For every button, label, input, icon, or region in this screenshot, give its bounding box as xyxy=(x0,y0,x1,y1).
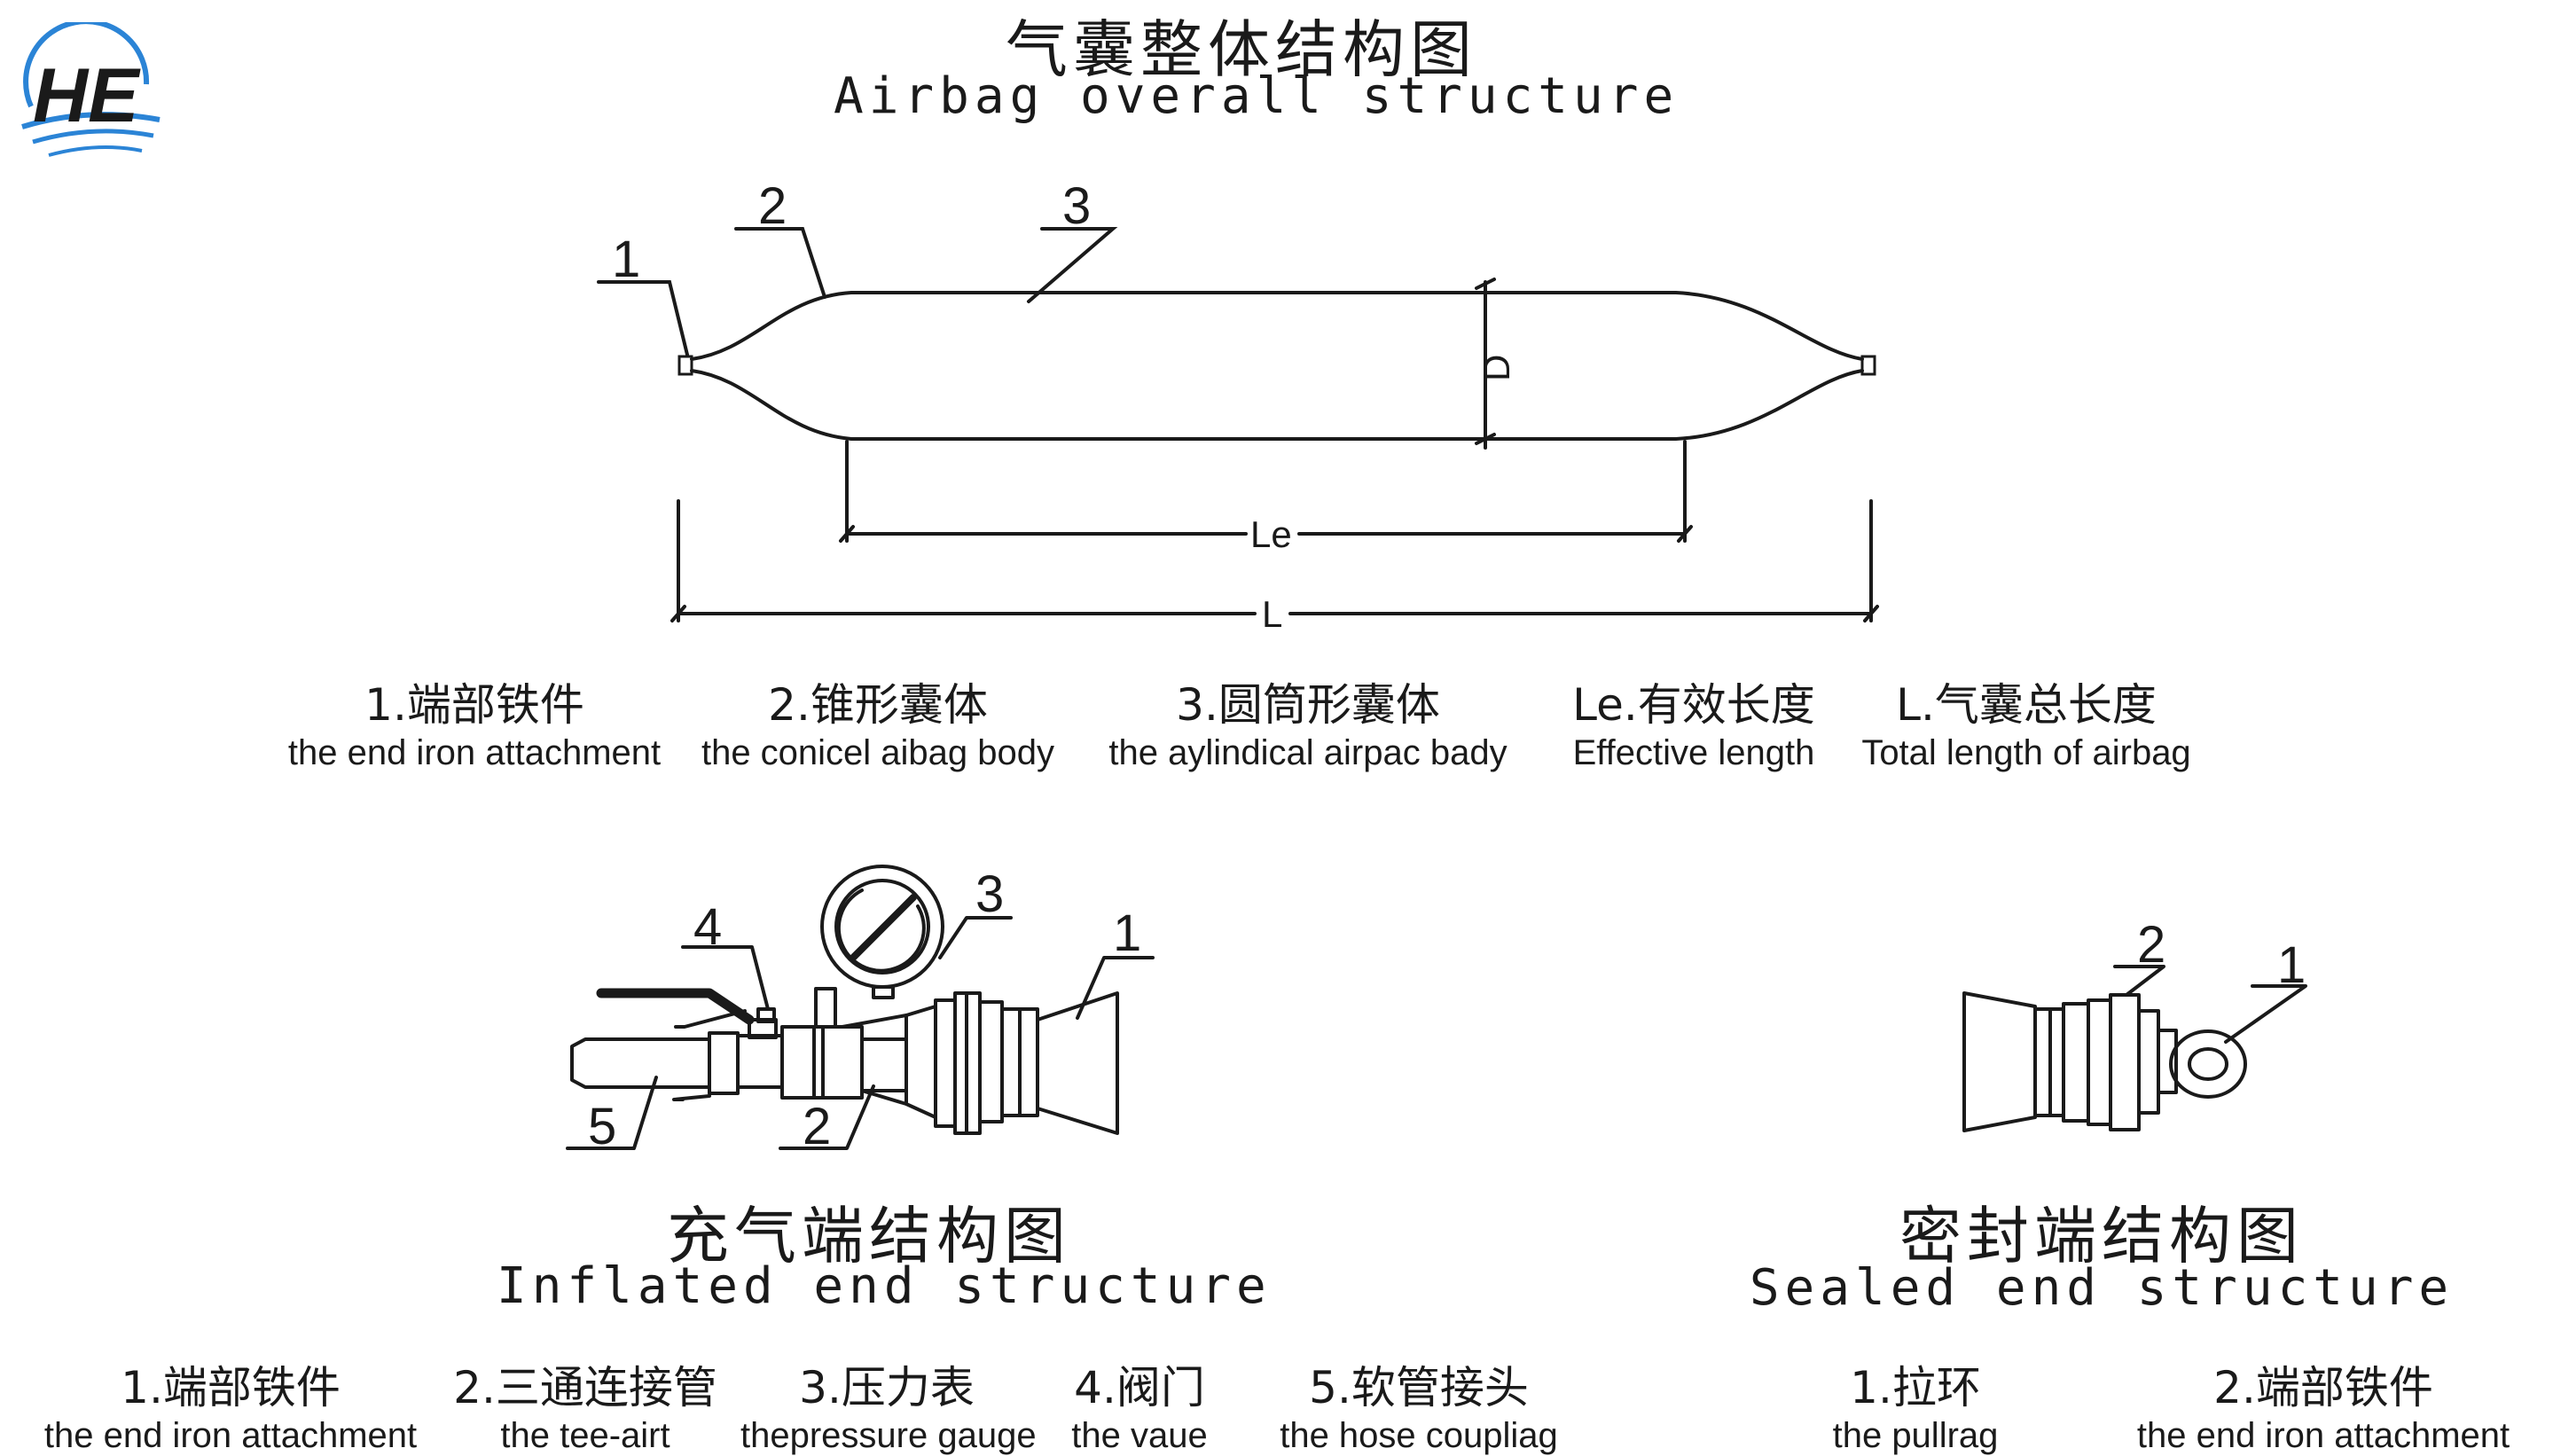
callout-5-leader xyxy=(566,1076,658,1150)
callout-3: 3 xyxy=(1062,177,1091,235)
overall-legend-item-3: 3.圆筒形囊体 the aylindical airpac bady xyxy=(1095,669,1521,773)
valve-handle xyxy=(596,988,755,1025)
inflated-legend-item-4: 4.阀门 the vaue xyxy=(1046,1352,1233,1456)
legend-en: the vaue xyxy=(1071,1416,1208,1455)
overall-structure-diagram: 1 2 3 D Le L xyxy=(597,177,1879,635)
airbag-outline xyxy=(690,291,1864,361)
legend-en: the pullrag xyxy=(1832,1416,1999,1455)
left-end-fitting xyxy=(677,355,693,376)
legend-cn: 5.软管接头 xyxy=(1309,1362,1529,1413)
legend-cn: 2.锥形囊体 xyxy=(768,679,988,731)
end-iron-fitting xyxy=(905,1005,937,1119)
inflated-title-en: Inflated end structure xyxy=(497,1257,1272,1315)
overall-legend-item-4: Le.有效长度 Effective length xyxy=(1534,669,1853,773)
legend-cn: 1.拉环 xyxy=(1850,1362,1981,1413)
callout-3: 3 xyxy=(975,865,1004,923)
overall-legend-item-1: 1.端部铁件 the end iron attachment xyxy=(279,669,670,773)
legend-en: the conicel aibag body xyxy=(701,733,1055,772)
legend-cn: 3.圆筒形囊体 xyxy=(1176,679,1440,731)
legend-cn: 1.端部铁件 xyxy=(364,679,584,731)
callout-1: 1 xyxy=(2277,936,2306,994)
sealed-title-en: Sealed end structure xyxy=(1749,1259,2455,1317)
legend-en: the end iron attachment xyxy=(43,1416,418,1455)
overall-title-cn: 气囊整体结构图 xyxy=(1006,13,1477,86)
inflated-end-diagram: 4 3 1 5 2 xyxy=(566,865,1155,1155)
right-end-fitting xyxy=(1860,355,1876,376)
sealed-title-cn: 密封端结构图 xyxy=(1899,1200,2304,1272)
legend-en: Effective length xyxy=(1572,733,1815,772)
legend-en: the end iron attachment xyxy=(287,733,662,772)
callout-5: 5 xyxy=(588,1098,616,1155)
legend-cn: 2.三通连接管 xyxy=(453,1362,717,1413)
dimension-l-label: L xyxy=(1262,593,1282,635)
inflated-legend-item-1: 1.端部铁件 the end iron attachment xyxy=(27,1352,435,1456)
pull-ring xyxy=(2169,1029,2247,1099)
inflated-title-cn: 充气端结构图 xyxy=(667,1200,1071,1272)
end-iron-fitting xyxy=(1962,991,2037,1132)
legend-en: the tee-airt xyxy=(500,1416,670,1455)
callout-1-leader xyxy=(597,280,689,356)
inflated-legend-item-5: 5.软管接头 the hose coupliag xyxy=(1259,1352,1578,1456)
callout-2: 2 xyxy=(803,1098,831,1155)
callout-1: 1 xyxy=(612,231,640,288)
legend-cn: 2.端部铁件 xyxy=(2213,1362,2433,1413)
legend-cn: L.气囊总长度 xyxy=(1896,679,2157,731)
legend-cn: Le.有效长度 xyxy=(1572,679,1815,731)
dimension-d-label: D xyxy=(1476,355,1517,381)
inflated-legend-item-2: 2.三通连接管 the tee-airt xyxy=(417,1352,754,1456)
sealed-legend-item-1: 1.拉环 the pullrag xyxy=(1800,1352,2031,1456)
callout-2: 2 xyxy=(2137,916,2165,974)
overall-legend-item-2: 2.锥形囊体 the conicel aibag body xyxy=(683,669,1073,773)
legend-en: thepressure gauge xyxy=(740,1416,1037,1455)
callout-1: 1 xyxy=(1113,904,1141,962)
legend-cn: 3.压力表 xyxy=(799,1362,975,1413)
legend-en: the aylindical airpac bady xyxy=(1108,733,1508,772)
company-logo: HE xyxy=(13,19,164,168)
logo-graphic: HE xyxy=(21,19,161,157)
sealed-legend-item-2: 2.端部铁件 the end iron attachment xyxy=(2119,1352,2527,1456)
logo-text: HE xyxy=(33,53,141,138)
legend-en: the end iron attachment xyxy=(2136,1416,2510,1455)
callout-2-leader xyxy=(779,1084,875,1150)
hose-coupling xyxy=(570,1037,711,1089)
overall-title-en: Airbag overall structure xyxy=(834,67,1680,125)
callout-3-leader xyxy=(1027,227,1118,303)
dimension-le-label: Le xyxy=(1250,513,1292,555)
sealed-end-diagram: 2 1 xyxy=(1962,916,2307,1132)
legend-cn: 4.阀门 xyxy=(1074,1362,1205,1413)
inflated-legend-item-3: 3.压力表 thepressure gauge xyxy=(740,1352,1037,1456)
legend-en: the hose coupliag xyxy=(1280,1416,1558,1455)
airbag-outline-bottom xyxy=(690,369,1864,441)
overall-legend-item-5: L.气囊总长度 Total length of airbag xyxy=(1849,669,2204,773)
legend-cn: 1.端部铁件 xyxy=(121,1362,341,1413)
callout-2: 2 xyxy=(758,177,787,235)
callout-2-leader xyxy=(734,227,826,299)
legend-en: Total length of airbag xyxy=(1861,733,2191,772)
callout-4: 4 xyxy=(693,898,722,956)
